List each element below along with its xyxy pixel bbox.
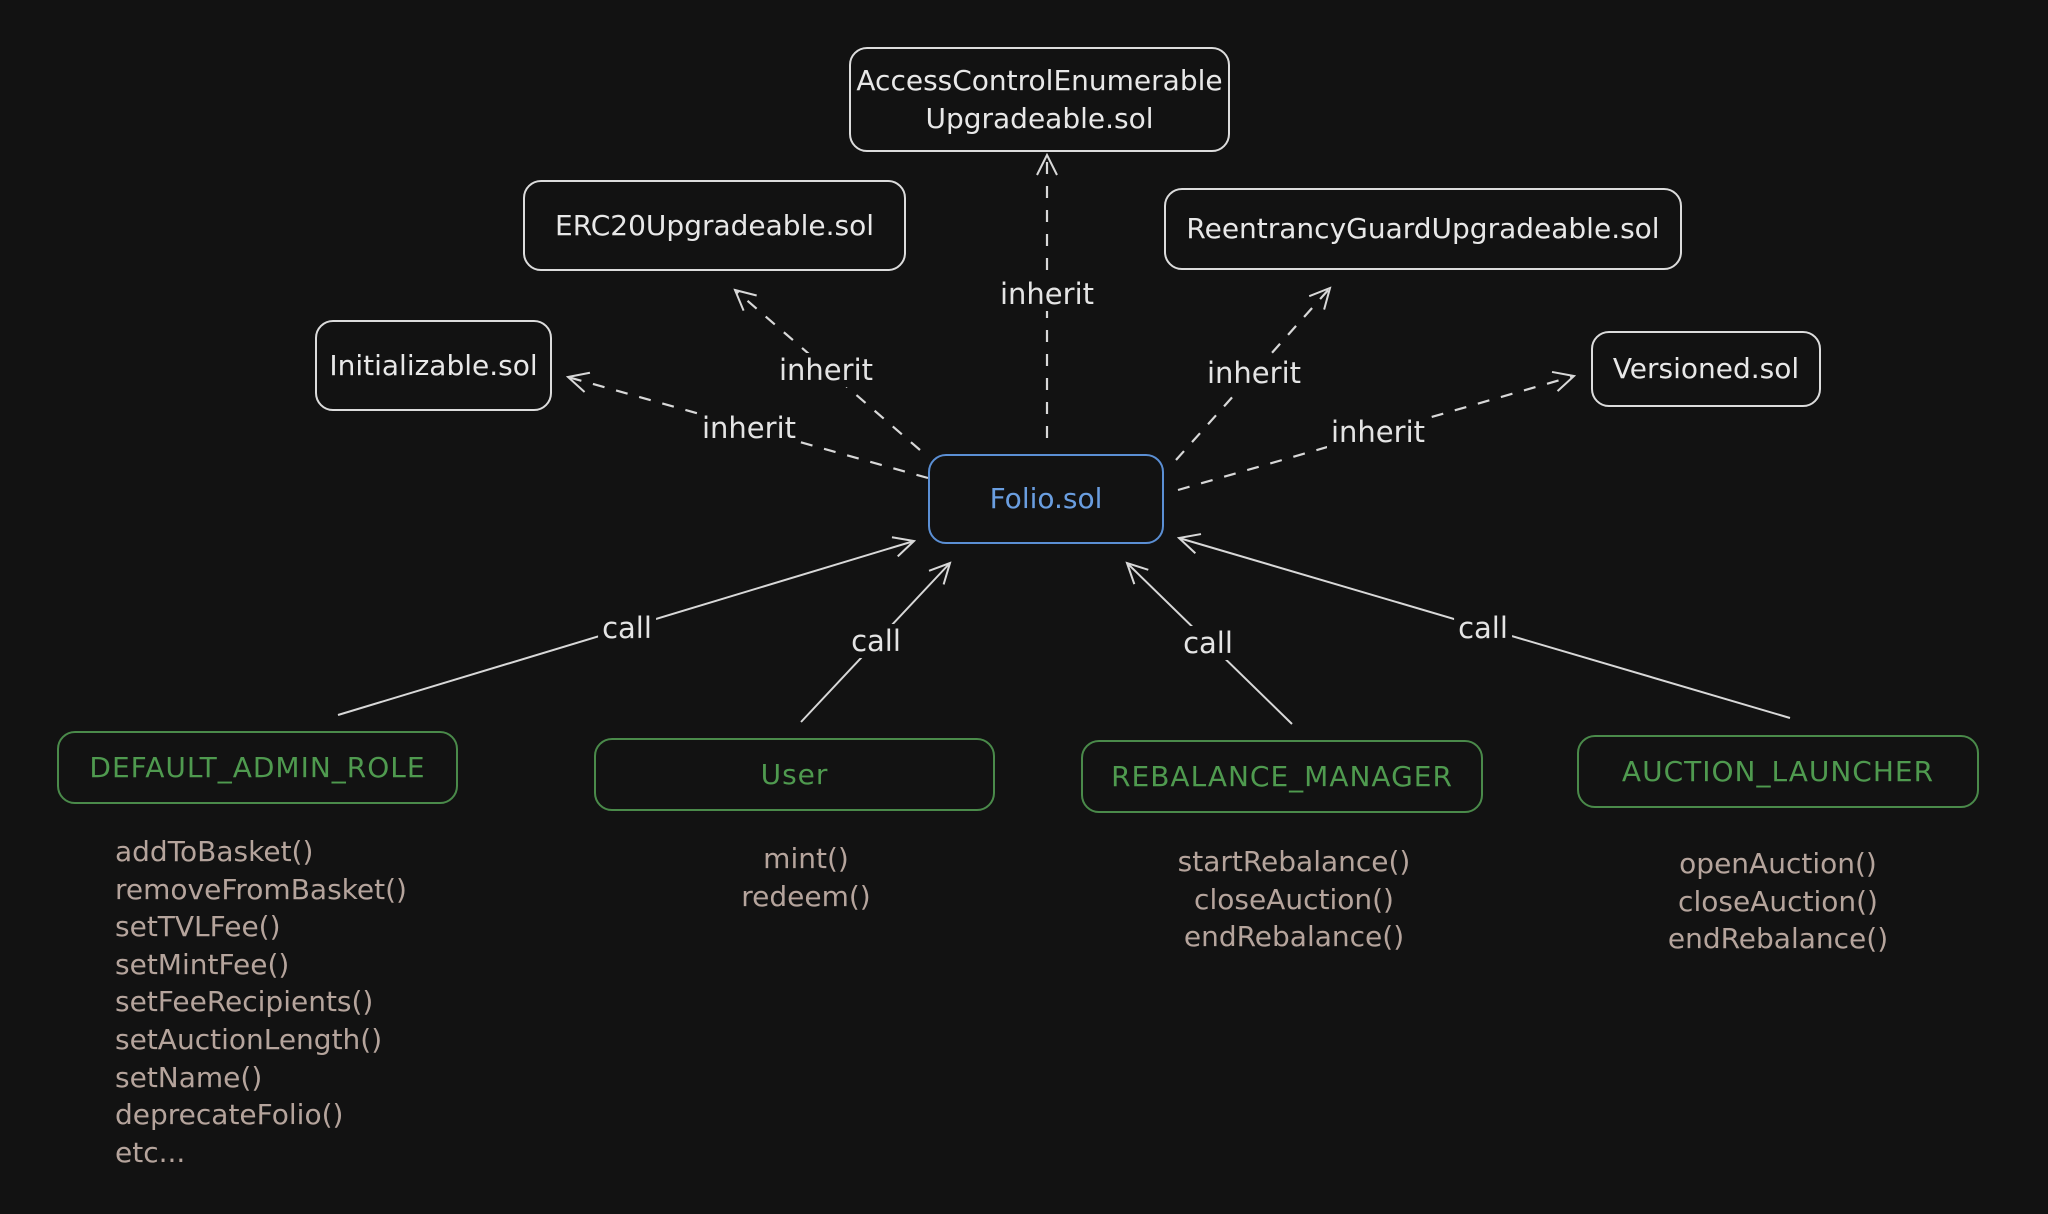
node-label: Versioned.sol [1612, 352, 1800, 385]
function-item: etc... [115, 1135, 186, 1169]
node-initializable[interactable]: Initializable.sol [315, 320, 552, 411]
node-label-line2: Upgradeable.sol [925, 101, 1154, 135]
call-label-admin: call [598, 611, 656, 645]
inherit-label-erc20: inherit [774, 353, 878, 387]
function-item: removeFromBasket() [115, 872, 407, 906]
call-label-auction: call [1454, 611, 1512, 645]
inherit-edge-reentrancy [1175, 288, 1330, 461]
function-list-rebalance: startRebalance() closeAuction() endRebal… [1144, 843, 1444, 956]
function-item: endRebalance() [1667, 922, 1889, 956]
inherit-label-access: inherit [995, 277, 1099, 311]
function-item: setName() [115, 1060, 263, 1094]
function-item: closeAuction() [1194, 882, 1394, 916]
node-rebalance-manager[interactable]: REBALANCE_MANAGER [1081, 740, 1483, 813]
inherit-edge-versioned [1177, 376, 1574, 492]
function-item: deprecateFolio() [115, 1098, 344, 1132]
node-folio[interactable]: Folio.sol [928, 454, 1164, 544]
function-item: setTVLFee() [115, 910, 281, 944]
function-item: addToBasket() [115, 835, 314, 868]
node-label: REBALANCE_MANAGER [1111, 759, 1453, 793]
function-list-user: mint() redeem() [706, 840, 906, 915]
function-item: redeem() [741, 879, 871, 913]
function-list-admin: addToBasket() removeFromBasket() setTVLF… [115, 833, 407, 1171]
node-versioned[interactable]: Versioned.sol [1591, 331, 1821, 407]
node-auction-launcher[interactable]: AUCTION_LAUNCHER [1577, 735, 1979, 808]
node-default-admin-role[interactable]: DEFAULT_ADMIN_ROLE [57, 731, 458, 804]
node-label-line1: AccessControlEnumerable [856, 63, 1223, 97]
node-user[interactable]: User [594, 738, 995, 811]
function-item: setFeeRecipients() [115, 985, 374, 1019]
function-item: setMintFee() [115, 947, 290, 981]
node-label: Folio.sol [989, 482, 1103, 515]
node-reentrancy-guard[interactable]: ReentrancyGuardUpgradeable.sol [1164, 188, 1682, 270]
node-label: ReentrancyGuardUpgradeable.sol [1186, 212, 1660, 245]
function-item: startRebalance() [1177, 845, 1411, 878]
inherit-label-versioned: inherit [1326, 415, 1430, 449]
node-access-control-enumerable[interactable]: AccessControlEnumerable Upgradeable.sol [849, 47, 1230, 152]
node-label: AUCTION_LAUNCHER [1621, 754, 1935, 788]
node-label: ERC20Upgradeable.sol [555, 208, 874, 242]
node-label: Initializable.sol [329, 348, 538, 382]
function-item: closeAuction() [1678, 884, 1878, 918]
inherit-label-reentrancy: inherit [1202, 356, 1306, 390]
function-item: endRebalance() [1183, 920, 1405, 954]
node-label: DEFAULT_ADMIN_ROLE [89, 750, 426, 784]
node-label: User [760, 757, 829, 791]
node-erc20-upgradeable[interactable]: ERC20Upgradeable.sol [523, 180, 906, 271]
function-item: mint() [763, 842, 849, 875]
function-list-auction: openAuction() closeAuction() endRebalanc… [1628, 845, 1928, 958]
function-item: openAuction() [1679, 847, 1877, 880]
inherit-label-initializable: inherit [697, 411, 801, 445]
function-item: setAuctionLength() [115, 1022, 383, 1056]
call-label-rebalance: call [1179, 626, 1237, 660]
call-label-user: call [847, 624, 905, 658]
